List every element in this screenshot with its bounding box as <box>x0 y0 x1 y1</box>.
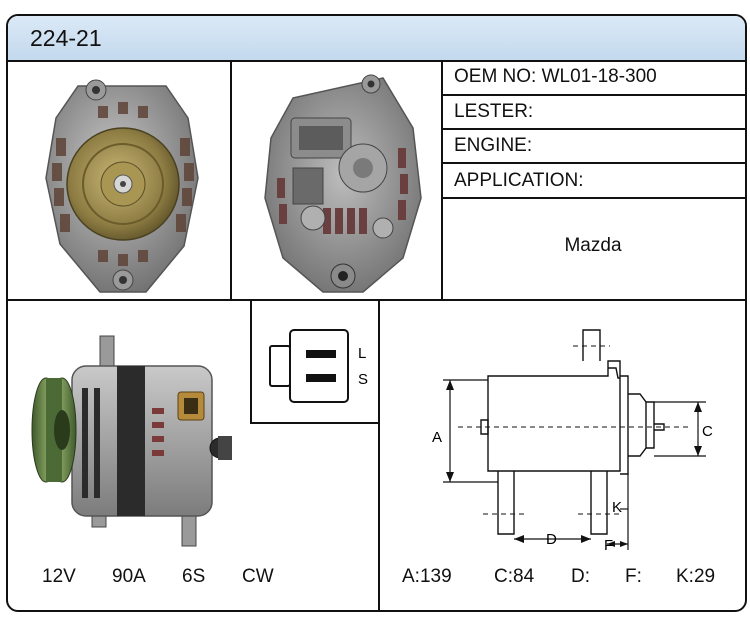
divider <box>250 299 252 423</box>
dim-label-d: D <box>546 531 557 548</box>
rotation: CW <box>242 566 274 587</box>
dimension-c: C:84 <box>494 566 535 587</box>
engine-label: ENGINE: <box>454 135 533 156</box>
oem-row: OEM NO: WL01-18-300 <box>454 66 657 88</box>
dimension-a: A:139 <box>402 566 452 587</box>
terminal-s-pin <box>306 374 336 382</box>
dimension-drawing: A C D F K <box>432 329 713 554</box>
divider <box>230 60 232 300</box>
connector-latch <box>269 345 291 387</box>
divider <box>441 94 745 96</box>
divider <box>8 299 745 301</box>
lester-row: LESTER: <box>454 101 533 123</box>
dim-label-c: C <box>702 423 713 440</box>
divider <box>441 60 443 300</box>
application-row: APPLICATION: <box>454 170 584 192</box>
amperage: 90A <box>112 566 146 587</box>
oem-label: OEM NO: <box>454 66 537 87</box>
voltage: 12V <box>42 566 76 587</box>
dim-label-f: F <box>604 537 613 554</box>
alternator-side-view <box>31 335 232 547</box>
pulley-type: 6S <box>182 566 206 587</box>
lester-label: LESTER: <box>454 101 534 122</box>
dimension-k: K:29 <box>676 566 716 587</box>
part-number: 224-21 <box>30 25 102 51</box>
alternator-front-view <box>45 79 199 293</box>
engine-row: ENGINE: <box>454 135 532 157</box>
dimension-f: F: <box>625 566 642 587</box>
divider <box>441 162 745 164</box>
application-value: Mazda <box>564 235 622 256</box>
terminal-l-label: L <box>358 345 366 362</box>
divider <box>441 197 745 199</box>
alternator-rear-view <box>264 74 422 293</box>
spec-sheet: 224-21 OEM NO: WL01-18-300 LESTER: ENGIN… <box>6 14 747 612</box>
dim-label-k: K <box>612 499 622 516</box>
application-label: APPLICATION: <box>454 170 584 191</box>
dimension-d: D: <box>571 566 590 587</box>
connector-diagram: L S <box>269 329 368 403</box>
header-bar: 224-21 <box>8 16 745 62</box>
divider <box>378 299 380 610</box>
divider <box>250 422 380 424</box>
oem-value: WL01-18-300 <box>541 66 657 87</box>
dim-label-a: A <box>432 429 442 446</box>
terminal-l-pin <box>306 350 336 358</box>
divider <box>441 128 745 130</box>
connector-housing <box>289 329 349 403</box>
terminal-s-label: S <box>358 371 368 388</box>
